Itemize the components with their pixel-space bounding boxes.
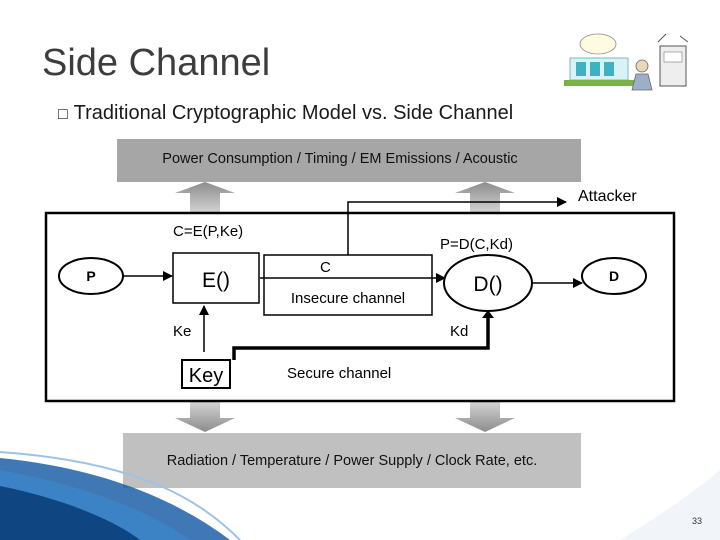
enc-formula: C=E(P,Ke) (173, 223, 243, 240)
bullet-marker: □ (58, 106, 68, 123)
key-label: Key (189, 365, 223, 387)
attacker-label: Attacker (578, 188, 637, 205)
bottom-banner-text: Radiation / Temperature / Power Supply /… (167, 453, 537, 469)
top-banner: Power Consumption / Timing / EM Emission… (117, 139, 581, 182)
bottom-banner: Radiation / Temperature / Power Supply /… (123, 433, 581, 488)
encrypt-label: E() (202, 269, 230, 292)
dec-formula: P=D(C,Kd) (440, 236, 513, 253)
emission-arrows-bottom (175, 402, 515, 432)
encrypt-box: E() (172, 252, 260, 304)
plaintext-node: P (58, 257, 124, 295)
dec-key-label: Kd (450, 323, 468, 340)
output-node: D (581, 257, 647, 295)
cartoon-clipart-icon (564, 33, 689, 91)
page-number: 33 (691, 516, 702, 526)
corner-decoration (0, 451, 720, 540)
bullet-row: □ Traditional Cryptographic Model vs. Sid… (58, 102, 513, 125)
enc-key-label: Ke (173, 323, 191, 340)
attacker-path: Attacker (347, 188, 637, 278)
emission-arrows-top (175, 182, 515, 212)
plaintext-label: P (86, 268, 95, 284)
insecure-channel: Insecure channel C (260, 254, 446, 316)
bullet-text: Traditional Cryptographic Model vs. Side… (73, 102, 514, 124)
secure-channel-label: Secure channel (287, 365, 391, 382)
top-banner-text: Power Consumption / Timing / EM Emission… (162, 151, 517, 167)
insecure-channel-label: Insecure channel (291, 290, 405, 307)
ciphertext-label: C (320, 259, 331, 276)
key-box: Key (181, 359, 231, 389)
decrypt-label: D() (473, 273, 502, 296)
slide-title: Side Channel (42, 42, 271, 84)
output-label: D (609, 268, 619, 284)
decrypt-node: D() (443, 254, 533, 312)
